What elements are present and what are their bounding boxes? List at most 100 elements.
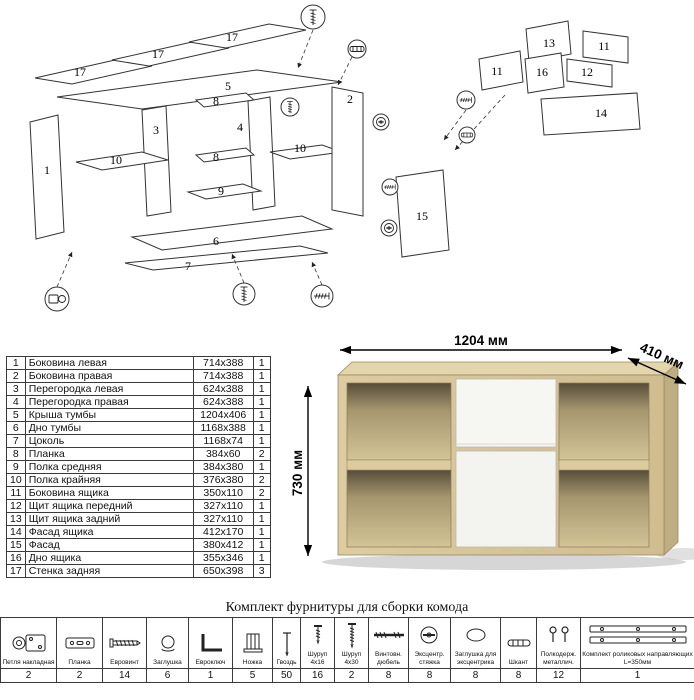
hardware-item-label: Ножка [242,658,263,666]
hinge-icon [48,294,66,304]
part-qty: 1 [252,551,271,565]
hardware-item: Винтовн. дюбель [368,616,409,670]
dresser-body [336,361,680,556]
part-number-label: 5 [225,79,231,93]
part-number: 9 [6,460,26,474]
part-number: 10 [6,473,26,487]
hardware-item: Заглушка для эксцентрика [450,616,501,670]
hardware-item-qty: 50 [272,668,301,684]
hardware-item: Комплект роликовых направляющих L=350мм [580,616,694,670]
screw-long-icon [336,619,367,651]
part-qty: 1 [252,408,271,422]
hardware-item-label: Шкант [508,658,529,666]
assembly-leader-lines [56,29,506,288]
part-number-label: 8 [213,94,219,108]
part-qty: 1 [252,395,271,409]
panel-bottom-6 [130,215,334,251]
part-qty: 1 [252,369,271,383]
nail-icon [274,627,299,659]
part-number: 13 [6,512,26,526]
part-size: 714x388 [192,369,254,383]
panel-back-17b [111,41,230,67]
hardware-item-qty: 6 [146,668,189,684]
part-qty: 1 [252,382,271,396]
part-qty: 2 [252,473,271,487]
part-size: 1168x388 [192,421,254,435]
hardware-item-qty: 14 [102,668,147,684]
part-qty: 1 [252,499,271,513]
part-qty: 1 [252,525,271,539]
hardware-item-label: Заглушка для эксцентрика [454,651,497,666]
part-number-label: 6 [213,234,219,248]
part-name: Дно тумбы [24,421,194,435]
hardware-item-label: Комплект роликовых направляющих L=350мм [582,651,693,666]
screw-short-icon [302,619,333,651]
part-number: 12 [6,499,26,513]
part-size: 714x388 [192,356,254,370]
hardware-item-qty: 1 [580,668,694,684]
cap-icon [148,627,187,659]
hardware-item-label: Полкодерж. металлич. [540,651,577,666]
drawer-bottom-16 [524,52,565,94]
part-size: 624x388 [192,382,254,396]
panel-back-17a [34,59,153,85]
foot-icon [234,627,271,659]
part-size: 350x110 [192,486,254,500]
part-number: 8 [6,447,26,461]
part-number: 7 [6,434,26,448]
panel-side-left-1 [29,114,65,240]
part-size: 1168x74 [192,434,254,448]
part-size: 384x380 [192,460,254,474]
hardware-item-label: Шуруп 4x30 [341,651,362,666]
hardware-item-qty: 8 [450,668,501,684]
part-number-label: 7 [185,259,191,273]
part-name: Боковина левая [24,356,194,370]
part-number-label: 11 [598,39,610,53]
part-name: Щит ящика задний [24,512,194,526]
width-dim-label: 1204 мм [454,334,508,348]
dowel-icon [502,627,535,659]
drawer-side-11-left [478,50,524,91]
panel-side-right-2 [331,86,364,217]
part-number: 6 [6,421,26,435]
drawer-front-shield-12 [566,58,613,88]
hardware-title: Комплект фурнитуры для сборки комода [225,600,469,615]
hardware-item: Планка [56,616,103,670]
part-number: 2 [6,369,26,383]
cabinet-panels [29,20,641,271]
drawer-back-13 [525,20,572,63]
part-name: Щит ящика передний [24,499,194,513]
hardware-item: Евровинт [102,616,147,670]
hardware-table: Петля накладная Планка Евровинт [0,616,694,684]
hexkey-icon [190,627,231,659]
plank-8-bottom [194,147,256,163]
part-number-label: 12 [581,65,593,79]
hardware-items-row: Петля накладная Планка Евровинт [0,616,694,670]
part-number-label: 17 [74,65,86,79]
shelf-10-right [269,144,343,160]
part-number-label: 4 [237,120,243,134]
hardware-item-label: Заглушка [153,658,182,666]
hardware-item-label: Гвоздь [276,658,297,666]
part-size: 1204x406 [192,408,254,422]
panel-plinth-7 [124,245,329,271]
part-qty: 1 [252,460,271,474]
part-number-label: 14 [595,106,607,120]
part-size: 376x380 [192,473,254,487]
cam-icon [410,619,449,651]
part-number-label: 2 [347,92,353,106]
part-size: 380x412 [192,538,254,552]
shelf-10-left [75,151,169,171]
part-qty: 1 [252,434,271,448]
part-name: Планка [24,447,194,461]
